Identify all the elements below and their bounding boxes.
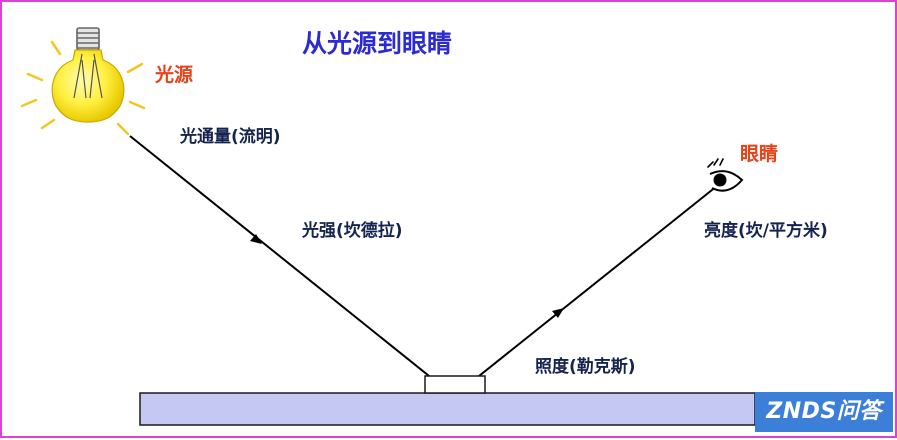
bulb-base <box>76 27 100 51</box>
reflected-ray <box>453 181 723 397</box>
illuminance-label: 照度(勒克斯) <box>535 357 636 377</box>
eye-icon <box>707 158 744 192</box>
reflected-ray-arrowhead <box>552 308 564 318</box>
measurement-area <box>424 375 486 394</box>
znds-watermark: ZNDS问答 <box>755 392 893 432</box>
incident-ray <box>129 135 455 397</box>
luminous-intensity-label: 光强(坎德拉) <box>302 221 403 241</box>
bulb-glass <box>51 49 125 123</box>
light-bulb-icon <box>20 27 146 136</box>
incident-ray-arrowhead <box>250 234 262 244</box>
reflecting-surface <box>139 392 756 426</box>
eye-label: 眼睛 <box>740 143 779 165</box>
luminous-flux-label: 光通量(流明) <box>180 127 281 147</box>
light-source-label: 光源 <box>155 64 194 86</box>
light-rays <box>20 40 146 136</box>
diagram-title: 从光源到眼睛 <box>302 29 453 58</box>
luminance-label: 亮度(坎/平方米) <box>704 221 828 241</box>
bulb-filament <box>73 53 103 99</box>
